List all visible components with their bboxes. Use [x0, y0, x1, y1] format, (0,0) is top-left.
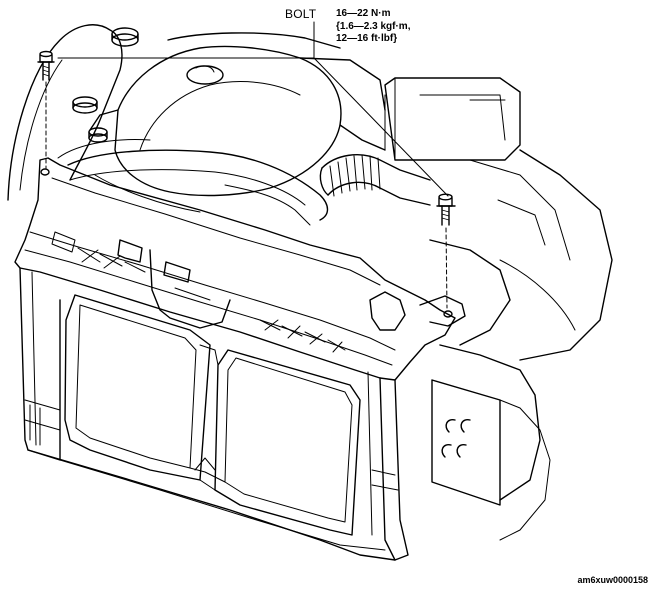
figure-id: am6xuw0000158 [577, 575, 648, 585]
torque-nm: 16—22 N·m [336, 8, 391, 19]
torque-spec: 16—22 N·m {1.6—2.3 kgf·m, 12—16 ft·lbf} [336, 7, 410, 45]
callout-leader-lines [57, 21, 449, 197]
engine-bay-background [7, 24, 613, 501]
lower-right-bracket [431, 379, 551, 541]
callout-part-label: BOLT [285, 7, 317, 21]
bolt-left [37, 50, 55, 81]
torque-ftlbf: 12—16 ft·lbf} [336, 33, 398, 44]
bolt-right [436, 193, 456, 226]
radiator-support-panel [14, 157, 466, 561]
torque-kgfm: {1.6—2.3 kgf·m, [336, 20, 411, 32]
install-guide-lines [45, 81, 448, 309]
